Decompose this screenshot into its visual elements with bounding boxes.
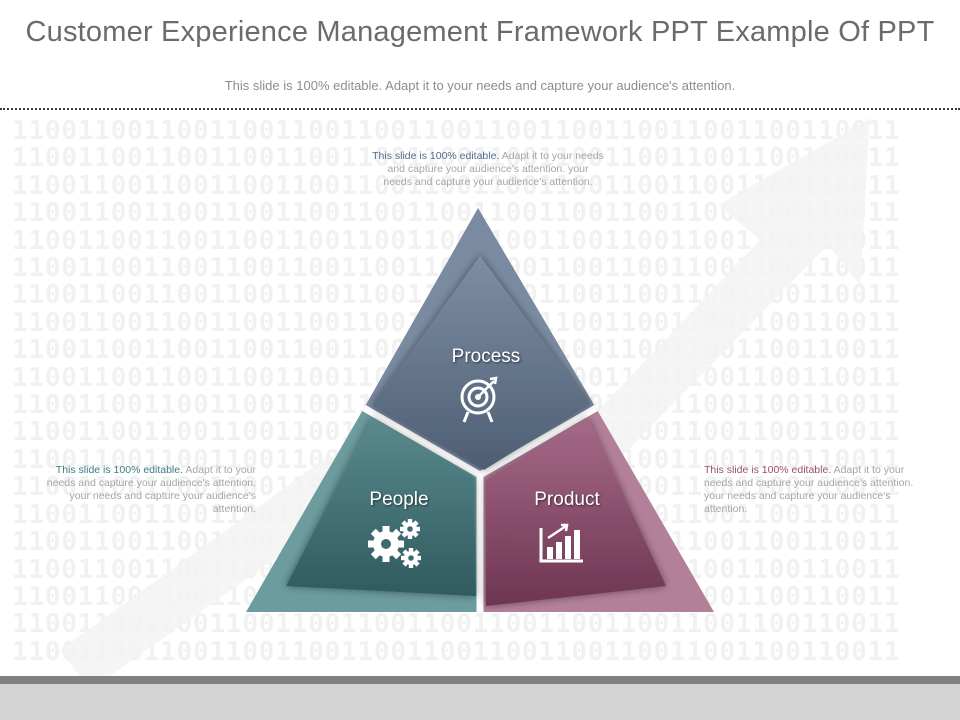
background-arrow [60, 118, 870, 690]
slide-title: Customer Experience Management Framework… [25, 16, 935, 48]
description-left: This slide is 100% editable. Adapt it to… [44, 464, 256, 516]
description-top: This slide is 100% editable. Adapt it to… [372, 150, 604, 189]
gears-icon [368, 519, 421, 568]
process-segment [372, 256, 590, 470]
dotted-divider [0, 108, 960, 110]
description-top-text: Adapt it to your needs and capture your … [383, 150, 604, 188]
footer-bar [0, 676, 960, 720]
product-segment [486, 418, 666, 606]
description-right: This slide is 100% editable. Adapt it to… [704, 464, 916, 516]
description-right-highlight: This slide is 100% editable. [704, 464, 832, 476]
slide-subtitle: This slide is 100% editable. Adapt it to… [224, 78, 736, 93]
description-top-highlight: This slide is 100% editable. [372, 150, 500, 162]
people-label: People [369, 489, 429, 510]
target-icon [460, 376, 498, 423]
people-segment [286, 418, 476, 596]
description-right-text: Adapt it to your needs and capture your … [704, 464, 914, 515]
growth-chart-icon [539, 523, 583, 563]
description-left-text: Adapt it to your needs and capture your … [46, 464, 256, 515]
description-left-highlight: This slide is 100% editable. [55, 464, 184, 476]
product-label: Product [534, 489, 600, 510]
process-label: Process [451, 346, 521, 367]
